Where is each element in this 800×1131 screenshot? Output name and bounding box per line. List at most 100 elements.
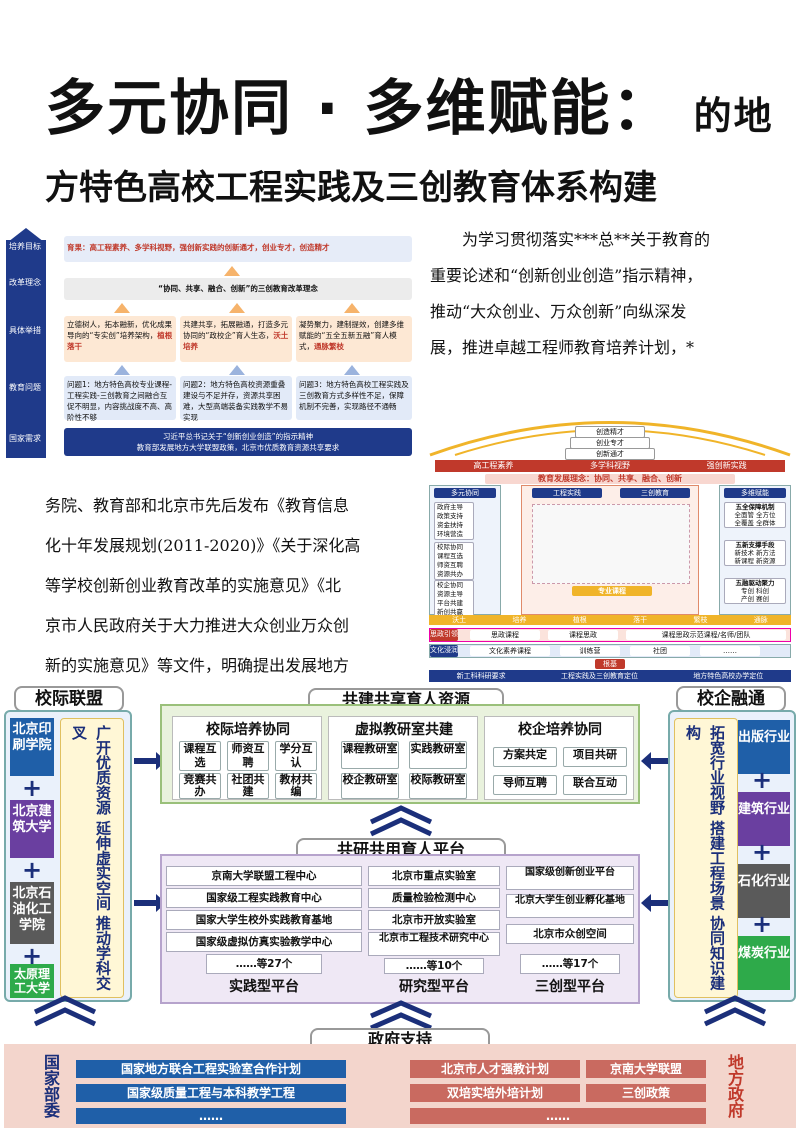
gov-national-item: …… xyxy=(76,1108,346,1124)
industry-1: 出版行业 xyxy=(738,720,790,774)
row-culture: 文化浸润 文化素养课程 训练营 社团 …… xyxy=(429,644,791,658)
platform-practice: 京南大学联盟工程中心 国家级工程实践教育中心 国家大学生校外实践教育基地 国家级… xyxy=(166,866,362,1000)
right-group-3: 五融驱动聚力专创 科创产创 赛创 xyxy=(724,578,786,604)
para1-line2: 重要论述和“创新创业创造”指示精神， xyxy=(430,266,703,285)
figure-education-system: 创造精才 创业专才 创新通才 高工程素养多学科视野强创新实践 教育发展理念：协同… xyxy=(425,400,795,685)
concept-band: 教育发展理念：协同、共享、融合、创新 xyxy=(485,474,735,484)
chevron-up-icon xyxy=(370,1000,432,1031)
arrow-left-icon xyxy=(641,752,651,770)
resource-tag: 竞赛共办 xyxy=(179,773,221,799)
plus-icon: + xyxy=(752,838,773,866)
right-group-2: 五新支撑手段新技术 新方法新课程 新资源 xyxy=(724,540,786,566)
intro-paragraph: 为学习贯彻落实***总**关于教育的 重要论述和“创新创业创造”指示精神， 推动… xyxy=(430,222,795,366)
chevron-up-icon xyxy=(703,995,767,1027)
school-1: 北京印刷学院 xyxy=(10,718,54,776)
resource-tag: 实践教研室 xyxy=(409,741,467,769)
gov-national-item: 国家地方联合工程实验室合作计划 xyxy=(76,1060,346,1078)
group-virtual-lab: 虚拟教研室共建 课程教研室 实践教研室 校企教研室 校际教研室 xyxy=(328,716,478,800)
measure-box-3: 凝势聚力，建制提效，创建多维赋能的“五全五新五融”育人模式，通脉繁枝 xyxy=(296,316,412,362)
gov-local-item: 三创政策 xyxy=(586,1084,706,1102)
row-ideology: 思政引领 思政课程 课程思政 课程思政示范课程/名师/团队 xyxy=(429,628,791,642)
school-4: 太原理工大学 xyxy=(10,964,54,998)
alliance-slogan: 广开优质资源 延伸虚实空间 推动学科交叉 xyxy=(60,718,124,998)
gov-local-item: 双培实培外培计划 xyxy=(410,1084,580,1102)
pillar-band: 沃土培养植根落干繁枝通脉 xyxy=(429,615,791,625)
mid-title-practice: 工程实践 xyxy=(532,488,602,498)
left-column-title: 多元协同 xyxy=(434,488,496,498)
base-band: 新工科科研要求工程实践及三创教育定位地方特色高校办学定位 xyxy=(429,670,791,682)
rail-label-measures: 具体举措 xyxy=(9,326,41,335)
measure-box-2: 共建共享，拓展融通，打造多元协同的“政校企”育人生态，沃土培养 xyxy=(180,316,292,362)
goal-box: 育果：高工程素养、多学科视野，强创新实践的创新通才，创业专才，创造精才 xyxy=(64,236,412,262)
industry-4: 煤炭行业 xyxy=(738,936,790,990)
resource-tag: 校际教研室 xyxy=(409,773,467,799)
platform-label: 三创型平台 xyxy=(535,979,605,995)
resource-tag: 社团共建 xyxy=(227,773,269,799)
right-group-1: 五全保障机制全面管 全方位全覆盖 全群体 xyxy=(724,502,786,528)
problem-box-1: 问题1：地方特色高校专业课程-工程实践-三创教育之间融合互促不明显，内容挑战度不… xyxy=(64,376,176,422)
platform-label: 研究型平台 xyxy=(399,979,469,995)
plus-icon: + xyxy=(22,774,43,802)
platform-label: 实践型平台 xyxy=(229,979,299,995)
left-group-1: 政府主导政策支持资金扶持环境营造 xyxy=(434,502,474,540)
group-school-enterprise: 校企培养协同 方案共定 项目共研 导师互聘 联合互动 xyxy=(484,716,634,800)
body-paragraph: 务院、教育部和北京市先后发布《教育信息 化十年发展规划(2011-2020)》《… xyxy=(45,486,415,686)
resource-tag: 教材共编 xyxy=(275,773,317,799)
resource-tag: 学分互认 xyxy=(275,741,317,771)
para2-line4: 京市人民政府关于大力推进大众创业万众创 xyxy=(45,616,350,635)
plus-icon: + xyxy=(22,942,43,970)
resource-tag: 项目共研 xyxy=(563,747,627,767)
chevron-up-icon xyxy=(369,805,433,837)
measure-box-1: 立德树人，拓本融新，优化成果导向的“专实创”培养架构，植根落干 xyxy=(64,316,176,362)
plus-icon: + xyxy=(752,910,773,938)
left-group-2: 校际协同课程互选师资互聘资源共办 xyxy=(434,542,474,580)
gov-local-item: 北京市人才强教计划 xyxy=(410,1060,580,1078)
resource-tag: 课程互选 xyxy=(179,741,221,771)
left-group-3: 校企协同资源主导平台共建新创共赢 xyxy=(434,580,474,618)
problem-box-3: 问题3：地方特色高校工程实践及三创教育方式多样性不足，保障机制不完善，实现路径不… xyxy=(296,376,412,420)
rail-label-needs: 国家需求 xyxy=(9,434,41,443)
resource-tag: 校企教研室 xyxy=(341,773,399,799)
middle-column: 工程实践 三创教育 专业课程 xyxy=(521,485,699,615)
para1-line1: 为学习贯彻落实***总**关于教育的 xyxy=(462,230,711,249)
para1-line4: 展，推进卓越工程师教育培养计划，* xyxy=(430,338,695,357)
title-line1-suffix: 的地 xyxy=(693,94,774,138)
enterprise-slogan: 拓宽行业视野 搭建工程场景 协同知识建构 xyxy=(674,718,738,998)
header-alliance: 校际联盟 xyxy=(14,686,124,712)
para2-line3: 等学校创新创业教育改革的实施意见》《北 xyxy=(45,576,342,595)
gov-local-label: 地方政府 xyxy=(725,1054,744,1118)
para1-line3: 推动“大众创业、万众创新”向纵深发 xyxy=(430,302,687,321)
base-label: 根基 xyxy=(595,659,625,669)
resource-tag: 联合互动 xyxy=(563,775,627,795)
para2-line5: 新的实施意见》等文件，明确提出发展地方 xyxy=(45,656,350,675)
rail-label-goal: 培养目标 xyxy=(9,242,41,251)
figure-rail xyxy=(6,240,46,458)
platform-research: 北京市重点实验室 质量检验检测中心 北京市开放实验室 北京市工程技术研究中心 …… xyxy=(368,866,500,1000)
plus-icon: + xyxy=(752,766,773,794)
mid-title-innovation: 三创教育 xyxy=(620,488,690,498)
figure-collaboration: 校际联盟 共建共享育人资源 校企融通 北京印刷学院 + 北京建筑大学 + 北京石… xyxy=(0,686,800,1131)
para2-line2: 化十年发展规划(2011-2020)》《关于深化高 xyxy=(45,536,361,555)
resource-tag: 师资互聘 xyxy=(227,741,269,771)
title-line2: 方特色高校工程实践及三创教育体系构建 xyxy=(45,168,657,208)
left-column: 多元协同 政府主导政策支持资金扶持环境营造 校际协同课程互选师资互聘资源共办 校… xyxy=(429,485,501,618)
figure-reform-framework: 培养目标 改革理念 具体举措 教育问题 国家需求 育果：高工程素养、多学科视野，… xyxy=(4,228,416,460)
mid-bottom-label: 专业课程 xyxy=(572,586,652,596)
para2-line1: 务院、教育部和北京市先后发布《教育信息 xyxy=(45,496,350,515)
group-inter-school: 校际培养协同 课程互选 师资互聘 学分互认 竞赛共办 社团共建 教材共编 xyxy=(172,716,322,800)
roof-item-3: 创新通才 xyxy=(565,448,655,460)
title-line1: 多元协同 · 多维赋能：的地 xyxy=(45,74,774,144)
resource-tag: 课程教研室 xyxy=(341,741,399,769)
right-column: 多维赋能 五全保障机制全面管 全方位全覆盖 全群体 五新支撑手段新技术 新方法新… xyxy=(719,485,791,615)
resource-tag: 方案共定 xyxy=(493,747,557,767)
rail-label-concept: 改革理念 xyxy=(9,278,41,287)
rail-label-problems: 教育问题 xyxy=(9,383,41,392)
gov-national-item: 国家级质量工程与本科教学工程 xyxy=(76,1084,346,1102)
goal-band: 高工程素养多学科视野强创新实践 xyxy=(435,460,785,472)
gov-national-label: 国家部委 xyxy=(41,1054,60,1118)
right-column-title: 多维赋能 xyxy=(724,488,786,498)
school-2: 北京建筑大学 xyxy=(10,800,54,858)
national-needs-box: 习近平总书记关于“创新创业创造”的指示精神教育部发展地方大学联盟政策，北京市优质… xyxy=(64,428,412,456)
platform-innovation: 国家级创新创业平台 北京大学生创业孵化基地 北京市众创空间 ……等17个 三创型… xyxy=(506,866,634,1000)
gov-local-item: …… xyxy=(410,1108,706,1124)
